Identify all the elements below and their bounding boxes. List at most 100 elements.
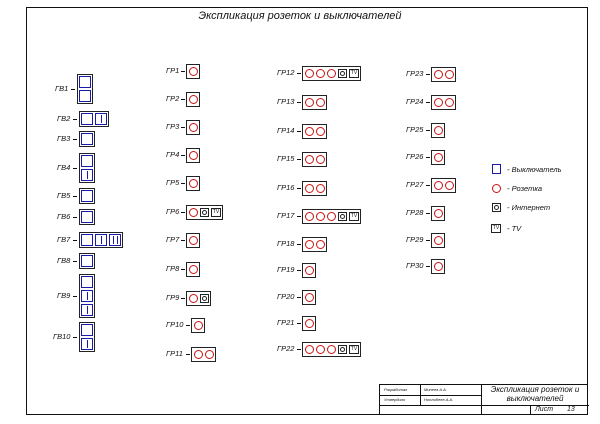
socket-icon [434,126,443,135]
socket-group-frame [431,95,456,110]
double-switch-icon [81,338,93,350]
switch-group-frame [79,188,95,204]
legend-internet-label: - Интернет [507,203,551,212]
single-switch-icon [81,133,93,145]
socket-icon [305,212,314,221]
legend-tv-label: - TV [507,224,522,233]
legend-socket-icon [492,184,501,193]
socket-group-connector [297,73,301,74]
socket-group-label: ГР18 [277,239,295,248]
socket-group-label: ГР5 [166,178,180,187]
switch-group-connector [73,168,77,169]
sheet-number: 13 [567,406,575,413]
socket-icon [434,153,443,162]
socket-group-connector [426,130,430,131]
socket-group-label: ГР17 [277,211,295,220]
socket-group-frame: TV [302,66,361,81]
socket-group-label: ГР26 [406,152,424,161]
socket-group-frame [186,262,200,277]
socket-icon [316,69,325,78]
single-switch-icon [81,211,93,223]
socket-icon [305,184,314,193]
socket-icon [205,350,214,359]
socket-group-frame [431,233,445,248]
socket-group-frame [302,95,327,110]
socket-group-connector [181,155,185,156]
socket-group-label: ГР8 [166,264,180,273]
socket-group-frame [431,150,445,165]
socket-icon [305,98,314,107]
socket-icon [434,181,443,190]
socket-icon [189,67,198,76]
socket-group-connector [426,185,430,186]
socket-group-label: ГР10 [166,320,184,329]
socket-group-label: ГР12 [277,68,295,77]
socket-icon [445,181,454,190]
socket-group-frame [186,120,200,135]
socket-group-connector [181,212,185,213]
socket-icon [305,155,314,164]
socket-group-connector [186,354,190,355]
socket-group-connector [426,102,430,103]
socket-icon [305,319,314,328]
switch-group-frame [79,131,95,147]
socket-group-frame [302,263,316,278]
title-block: Разработал Минеев А.А. Утвердило Ноплибе… [379,384,589,415]
socket-group-frame [302,316,316,331]
tv-socket-icon: TV [349,345,359,354]
switch-group-connector [73,240,77,241]
internet-socket-icon [200,294,209,303]
socket-icon [327,212,336,221]
socket-group-connector [181,127,185,128]
socket-group-label: ГР23 [406,69,424,78]
double-switch-icon [81,169,93,181]
developed-name: Минеев А.А. [424,387,447,392]
title-block-doc-title: Экспликация розеток и выключателей [490,385,580,403]
socket-group-frame: TV [302,342,361,357]
socket-group-connector [426,157,430,158]
socket-group-connector [181,99,185,100]
socket-icon [316,240,325,249]
switch-group-connector [73,119,77,120]
switch-group-frame [77,74,93,104]
socket-group-connector [297,323,301,324]
socket-group-connector [426,74,430,75]
socket-group-frame [431,67,456,82]
socket-icon [189,236,198,245]
socket-group-connector [297,349,301,350]
triple-switch-icon [109,234,121,246]
socket-group-label: ГР16 [277,183,295,192]
socket-group-frame [431,178,456,193]
socket-group-frame [191,318,205,333]
socket-group-label: ГР3 [166,122,180,131]
switch-group-label: ГВ9 [57,291,71,300]
socket-group-connector [181,298,185,299]
socket-group-label: ГР30 [406,261,424,270]
switch-group-label: ГВ6 [57,212,71,221]
tv-socket-icon: TV [349,212,359,221]
switch-group-connector [73,139,77,140]
socket-group-frame [302,290,316,305]
single-switch-icon [79,76,91,88]
single-switch-icon [81,155,93,167]
socket-group-frame [186,148,200,163]
socket-group-connector [426,266,430,267]
socket-group-frame [431,123,445,138]
socket-group-label: ГР27 [406,180,424,189]
socket-group-label: ГР15 [277,154,295,163]
switch-group-label: ГВ2 [57,114,71,123]
socket-group-label: ГР20 [277,292,295,301]
socket-icon [189,151,198,160]
tv-socket-icon: TV [349,69,359,78]
socket-icon [445,98,454,107]
socket-group-label: ГР7 [166,235,180,244]
socket-icon [434,98,443,107]
socket-icon [316,98,325,107]
socket-group-connector [297,102,301,103]
socket-icon [189,265,198,274]
socket-group-label: ГР24 [406,97,424,106]
socket-group-frame [431,259,445,274]
socket-icon [316,155,325,164]
socket-group-label: ГР2 [166,94,180,103]
socket-group-connector [181,269,185,270]
